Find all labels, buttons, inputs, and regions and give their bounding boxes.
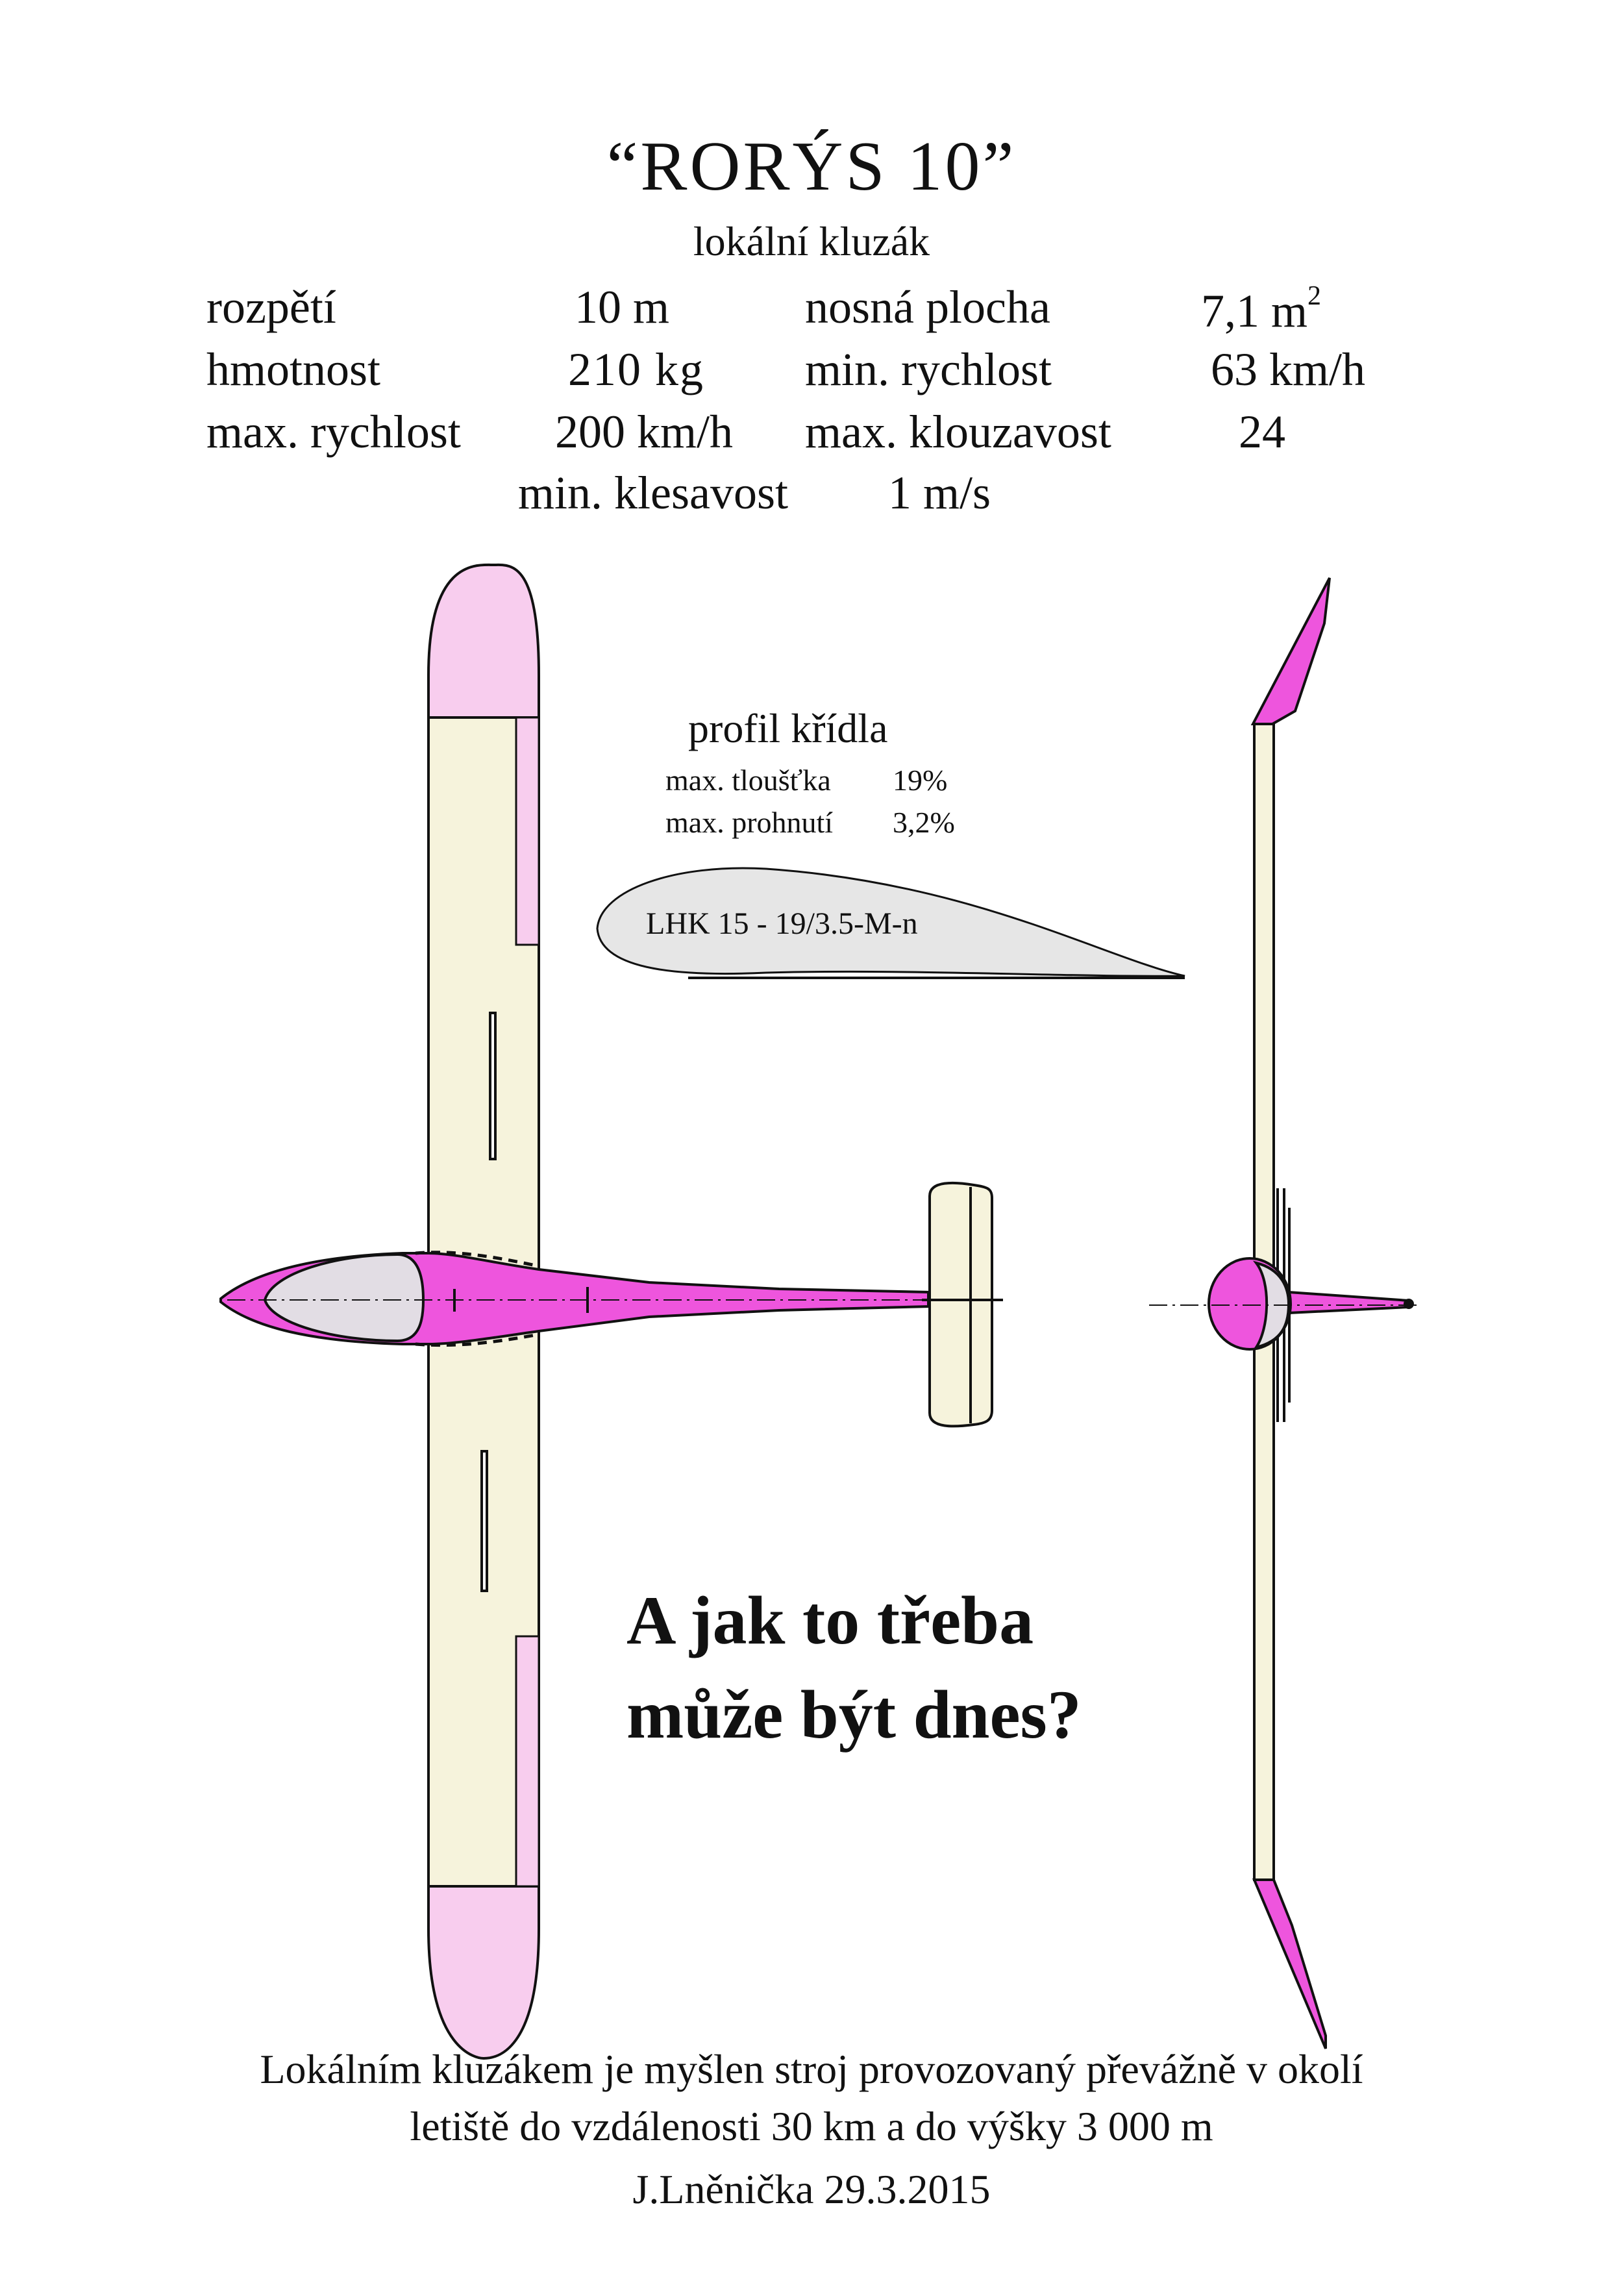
aileron-top <box>515 716 540 946</box>
max-glide-value: 24 <box>1239 406 1285 458</box>
min-sink-label: min. klesavost <box>518 467 788 519</box>
subtitle: lokální kluzák <box>693 218 930 264</box>
front-wingtip-bottom <box>1252 1878 1327 2049</box>
horizontal-stabilizer <box>928 1181 993 1428</box>
question-line-2: může být dnes? <box>626 1677 1082 1753</box>
profile-camber-value: 3,2% <box>893 806 955 839</box>
min-sink-value: 1 m/s <box>888 467 991 519</box>
airfoil-code: LHK 15 - 19/3.5-M-n <box>646 906 918 941</box>
aileron-bottom <box>515 1635 540 1888</box>
area-unit-superscript: 2 <box>1307 281 1322 311</box>
front-canopy-section <box>1252 1260 1291 1350</box>
wing-tip-bottom <box>428 1886 539 2058</box>
page-title: “RORÝS 10” <box>606 128 1017 205</box>
area-value-text: 7,1 m <box>1201 285 1308 337</box>
plan-view-fuselage <box>219 1251 1003 1347</box>
wing-tip-top <box>428 564 539 718</box>
wing-outline <box>427 563 540 2060</box>
airfoil-shape <box>596 867 1185 977</box>
area-value: 7,1 m2 <box>1201 281 1321 338</box>
footer-line-2: letiště do vzdálenosti 30 km a do výšky … <box>410 2103 1213 2149</box>
area-label: nosná plocha <box>805 281 1050 333</box>
footer-author-date: J.Lněnička 29.3.2015 <box>632 2166 991 2212</box>
front-tail-boom <box>1287 1290 1410 1315</box>
min-speed-label: min. rychlost <box>805 343 1052 395</box>
profile-title: profil křídla <box>688 705 888 751</box>
span-value: 10 m <box>575 281 670 333</box>
airbrake-bottom <box>480 1450 488 1592</box>
front-tail-tip <box>1404 1299 1414 1309</box>
mass-label: hmotnost <box>206 343 381 395</box>
profile-camber-label: max. prohnutí <box>665 806 834 839</box>
front-wingtip-top <box>1250 577 1331 725</box>
profile-thickness-value: 19% <box>893 764 948 797</box>
footer-line-1: Lokálním kluzákem je myšlen stroj provoz… <box>260 2046 1363 2092</box>
span-label: rozpětí <box>206 281 336 333</box>
profile-thickness-label: max. tloušťka <box>665 764 831 797</box>
airfoil-section <box>596 867 1185 979</box>
max-speed-value: 200 km/h <box>555 406 734 458</box>
max-glide-label: max. klouzavost <box>805 406 1111 458</box>
min-speed-value: 63 km/h <box>1211 343 1366 395</box>
front-view <box>1149 577 1422 2049</box>
question-line-1: A jak to třeba <box>626 1582 1034 1658</box>
mass-value: 210 kg <box>568 343 704 395</box>
airbrake-top <box>489 1012 497 1160</box>
plan-view-tail <box>922 1181 1003 1428</box>
max-speed-label: max. rychlost <box>206 406 461 458</box>
